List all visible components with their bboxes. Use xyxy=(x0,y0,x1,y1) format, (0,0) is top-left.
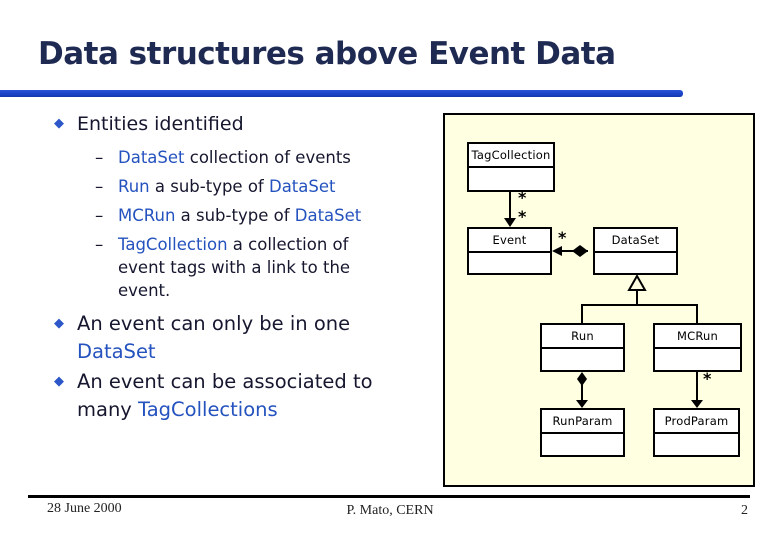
class-box-mcrun: MCRun xyxy=(653,323,742,372)
multiplicity-star: * xyxy=(703,369,712,388)
keyword: TagCollections xyxy=(138,398,278,421)
diamond-bullet-icon: ◆ xyxy=(54,116,64,131)
bullet-one-dataset: ◆ An event can only be in one DataSet xyxy=(54,310,414,366)
multiplicity-star: * xyxy=(518,188,527,207)
plain-text: An event can only be in one xyxy=(77,312,351,335)
list-item-text: DataSet collection of events xyxy=(118,146,391,169)
keyword: DataSet xyxy=(294,206,362,225)
keyword: MCRun xyxy=(118,206,176,225)
class-name: DataSet xyxy=(595,229,676,253)
class-name: TagCollection xyxy=(469,144,553,168)
plain-text: a sub-type of xyxy=(175,206,295,225)
class-box-prodparam: ProdParam xyxy=(653,408,740,457)
class-name: Run xyxy=(542,325,623,349)
keyword: DataSet xyxy=(268,177,336,196)
footer-page-number: 2 xyxy=(741,503,748,518)
plain-text: a collection of event tags with a link t… xyxy=(118,235,351,300)
class-name: Event xyxy=(469,229,550,253)
diamond-bullet-icon: ◆ xyxy=(54,374,64,389)
title-underline-bar xyxy=(0,90,683,97)
footer-author: P. Mato, CERN xyxy=(346,503,434,518)
bullet-one-dataset-text: An event can only be in one DataSet xyxy=(77,310,412,366)
keyword: DataSet xyxy=(118,148,185,167)
plain-text: An event can be associated to many xyxy=(77,370,373,421)
bullet-many-tagcollections: ◆ An event can be associated to many Tag… xyxy=(54,368,434,424)
footer-date: 28 June 2000 xyxy=(47,501,122,516)
dash-bullet-icon: – xyxy=(95,235,104,254)
class-box-runparam: RunParam xyxy=(540,408,625,457)
list-item: – MCRun a sub-type of DataSet xyxy=(95,204,391,227)
class-name: RunParam xyxy=(542,410,623,434)
bullet-entities-label: Entities identified xyxy=(77,113,244,135)
class-name: MCRun xyxy=(655,325,740,349)
class-name: ProdParam xyxy=(655,410,738,434)
list-item: – Run a sub-type of DataSet xyxy=(95,175,391,198)
list-item-text: MCRun a sub-type of DataSet xyxy=(118,204,391,227)
keyword: DataSet xyxy=(77,340,156,363)
dash-bullet-icon: – xyxy=(95,148,104,167)
keyword: Run xyxy=(118,177,150,196)
class-box-run: Run xyxy=(540,323,625,372)
keyword: TagCollection xyxy=(118,235,228,254)
dash-bullet-icon: – xyxy=(95,206,104,225)
list-item-text: Run a sub-type of DataSet xyxy=(118,175,391,198)
list-item: – DataSet collection of events xyxy=(95,146,391,169)
class-box-tagcollection: TagCollection xyxy=(467,142,555,192)
multiplicity-star: * xyxy=(518,207,527,226)
list-item-text: TagCollection a collection of event tags… xyxy=(118,233,391,302)
footer-divider xyxy=(28,495,750,498)
entities-sub-list: – DataSet collection of events – Run a s… xyxy=(95,146,391,308)
list-item: – TagCollection a collection of event ta… xyxy=(95,233,391,302)
multiplicity-star: * xyxy=(558,228,567,247)
plain-text: a sub-type of xyxy=(149,177,269,196)
bullet-many-tagcollections-text: An event can be associated to many TagCo… xyxy=(77,368,427,424)
dash-bullet-icon: – xyxy=(95,177,104,196)
bullet-entities: ◆ Entities identified xyxy=(54,112,414,136)
plain-text: collection of events xyxy=(184,148,351,167)
diamond-bullet-icon: ◆ xyxy=(54,316,64,331)
class-box-dataset: DataSet xyxy=(593,227,678,275)
page-title: Data structures above Event Data xyxy=(38,36,616,72)
class-box-event: Event xyxy=(467,227,552,275)
